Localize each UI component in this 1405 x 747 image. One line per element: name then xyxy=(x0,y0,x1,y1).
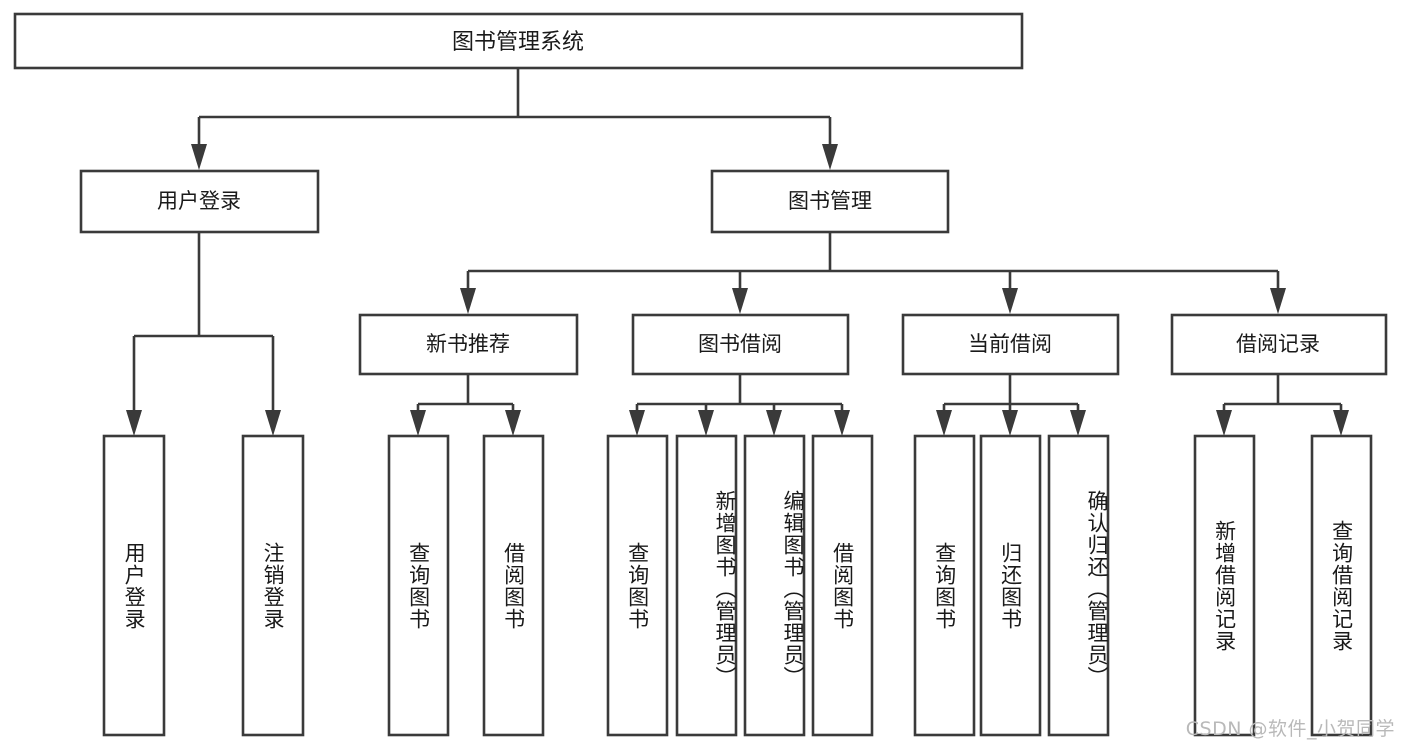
node-box-leaf-user-logout[interactable] xyxy=(241,434,305,737)
arrow-bookborrow-leaf4-icon xyxy=(834,410,850,436)
node-box-leaf-query-book-2[interactable] xyxy=(606,434,669,737)
node-box-leaf-query-book-1[interactable] xyxy=(387,434,450,737)
arrow-borrowrecord-leaf2-icon xyxy=(1333,410,1349,436)
arrow-bookborrow-leaf3-icon xyxy=(766,410,782,436)
arrow-newbook-leaf1-icon xyxy=(410,410,426,436)
arrow-userlogin-leaf2-icon xyxy=(265,410,281,436)
node-box-leaf-edit-book[interactable] xyxy=(743,434,806,737)
node-box-user-login[interactable] xyxy=(79,169,320,234)
node-label-user-login: 用户登录 xyxy=(157,189,241,213)
watermark-text: CSDN @软件_小贺同学 xyxy=(1185,718,1395,740)
node-box-book-borrow[interactable] xyxy=(631,313,850,376)
node-box-leaf-query-book-3[interactable] xyxy=(913,434,976,737)
arrow-currentborrow-leaf2-icon xyxy=(1002,410,1018,436)
node-label-current-borrow: 当前借阅 xyxy=(968,332,1052,356)
arrow-bookborrow-leaf2-icon xyxy=(698,410,714,436)
node-box-leaf-borrow-book-1[interactable] xyxy=(482,434,545,737)
node-label-new-book-rec: 新书推荐 xyxy=(426,332,510,356)
arrow-currentborrow-leaf3-icon xyxy=(1070,410,1086,436)
arrow-l3-4-icon xyxy=(1270,288,1286,314)
arrow-borrowrecord-leaf1-icon xyxy=(1216,410,1232,436)
node-box-new-book-rec[interactable] xyxy=(358,313,579,376)
arrow-currentborrow-leaf1-icon xyxy=(936,410,952,436)
arrow-root-to-user-login-icon xyxy=(191,144,207,170)
node-box-borrow-record[interactable] xyxy=(1170,313,1388,376)
node-label-book-borrow: 图书借阅 xyxy=(698,332,782,356)
node-box-leaf-add-book[interactable] xyxy=(675,434,738,737)
node-label-root: 图书管理系统 xyxy=(452,30,584,55)
node-box-leaf-add-record[interactable] xyxy=(1193,434,1256,737)
arrow-l3-3-icon xyxy=(1002,288,1018,314)
node-box-book-manage[interactable] xyxy=(710,169,950,234)
arrow-l3-1-icon xyxy=(460,288,476,314)
node-box-leaf-user-login[interactable] xyxy=(102,434,166,737)
node-box-leaf-borrow-book-2[interactable] xyxy=(811,434,874,737)
arrow-root-to-book-manage-icon xyxy=(822,144,838,170)
arrow-bookborrow-leaf1-icon xyxy=(629,410,645,436)
node-box-leaf-confirm-return[interactable] xyxy=(1047,434,1110,737)
arrow-l3-2-icon xyxy=(732,288,748,314)
node-label-borrow-record: 借阅记录 xyxy=(1236,332,1320,356)
edges-group xyxy=(126,68,1349,436)
node-box-leaf-query-record[interactable] xyxy=(1310,434,1373,737)
nodes-group: 图书管理系统 用户登录 图书管理 新书推荐 图书借阅 当前借阅 借阅记录 xyxy=(13,12,1388,737)
node-box-leaf-return-book[interactable] xyxy=(979,434,1042,737)
arrow-userlogin-leaf1-icon xyxy=(126,410,142,436)
node-box-root[interactable] xyxy=(13,12,1024,70)
arrow-newbook-leaf2-icon xyxy=(505,410,521,436)
node-label-book-manage: 图书管理 xyxy=(788,189,872,213)
node-box-current-borrow[interactable] xyxy=(901,313,1120,376)
